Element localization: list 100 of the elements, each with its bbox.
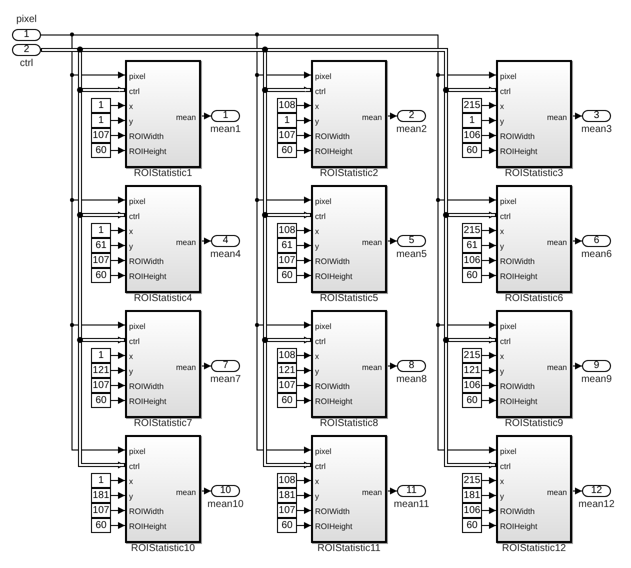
constant-block: 215 bbox=[462, 348, 482, 363]
output-port-label: mean bbox=[362, 238, 382, 248]
signal-connector bbox=[110, 117, 126, 124]
signal-connector bbox=[482, 382, 496, 389]
port-number: 1 bbox=[24, 30, 30, 40]
block-name: ROIStatistic4 bbox=[134, 293, 192, 304]
input-port-label: ROIHeight bbox=[500, 397, 538, 407]
block-name: ROIStatistic10 bbox=[131, 543, 195, 554]
port-number: 2 bbox=[24, 45, 30, 55]
constant-block: 60 bbox=[462, 393, 482, 408]
input-port-label: ctrl bbox=[315, 462, 326, 472]
port-label: mean8 bbox=[396, 375, 427, 385]
input-port-label: x bbox=[129, 227, 133, 237]
signal-connector bbox=[296, 522, 312, 529]
input-port-label: x bbox=[315, 352, 319, 362]
constant-block: 106 bbox=[462, 128, 482, 143]
block-name: ROIStatistic6 bbox=[504, 293, 564, 304]
input-port-label: ROIHeight bbox=[129, 397, 166, 407]
input-port-label: y bbox=[500, 367, 504, 377]
signal-connector bbox=[482, 367, 496, 374]
input-port-label: ctrl bbox=[315, 337, 326, 347]
input-port-label: y bbox=[129, 242, 133, 252]
constant-block: 106 bbox=[462, 253, 482, 268]
output-port-label: mean bbox=[546, 363, 567, 373]
signal-connector bbox=[110, 477, 126, 484]
input-port-label: pixel bbox=[500, 447, 516, 457]
port-number: 5 bbox=[408, 236, 414, 246]
input-port-label: ROIWidth bbox=[315, 257, 350, 267]
signal-connector bbox=[110, 352, 126, 359]
signal-connector bbox=[110, 257, 126, 264]
constant-block: 181 bbox=[91, 488, 111, 503]
constant-block: 1 bbox=[91, 348, 111, 363]
port-number: 8 bbox=[408, 361, 414, 371]
constant-block: 107 bbox=[277, 253, 297, 268]
input-port-label: x bbox=[500, 352, 504, 362]
port-label: mean6 bbox=[581, 250, 612, 260]
input-port-label: y bbox=[129, 367, 133, 377]
input-port-label: pixel bbox=[500, 72, 516, 82]
signal-connector bbox=[482, 132, 496, 139]
constant-block: 106 bbox=[462, 503, 482, 518]
input-port-label: ROIWidth bbox=[315, 507, 350, 517]
input-port-label: ROIHeight bbox=[315, 397, 352, 407]
constant-block: 1 bbox=[91, 223, 111, 238]
input-port-label: x bbox=[129, 477, 133, 487]
input-port-label: x bbox=[500, 477, 504, 487]
constant-block: 121 bbox=[277, 363, 297, 378]
signal-connector bbox=[110, 397, 126, 404]
port-label: pixel bbox=[16, 15, 37, 25]
input-port-label: ctrl bbox=[129, 462, 140, 472]
constant-block: 121 bbox=[462, 363, 482, 378]
signal-connector bbox=[482, 257, 496, 264]
block-name: ROIStatistic7 bbox=[134, 418, 192, 429]
input-port-label: ROIWidth bbox=[315, 132, 350, 142]
input-port-label: pixel bbox=[315, 447, 332, 457]
constant-block: 1 bbox=[91, 473, 111, 488]
constant-block: 1 bbox=[277, 113, 297, 128]
signal-connector bbox=[296, 272, 312, 279]
input-port-label: ROIWidth bbox=[129, 507, 164, 517]
port-number: 4 bbox=[222, 236, 228, 246]
block-name: ROIStatistic2 bbox=[320, 168, 378, 179]
input-port-label: ROIWidth bbox=[315, 382, 350, 392]
input-port-label: y bbox=[500, 117, 504, 127]
signal-connector bbox=[200, 112, 212, 120]
signal-connector bbox=[482, 242, 496, 249]
constant-block: 108 bbox=[277, 473, 297, 488]
signal-connector bbox=[110, 132, 126, 139]
input-port-label: x bbox=[500, 102, 504, 112]
constant-block: 60 bbox=[91, 518, 111, 533]
block-name: ROIStatistic12 bbox=[502, 543, 566, 554]
block-name: ROIStatistic1 bbox=[134, 168, 192, 179]
block-name: ROIStatistic9 bbox=[504, 418, 564, 429]
constant-block: 60 bbox=[91, 143, 111, 158]
port-number: 10 bbox=[220, 486, 232, 496]
constant-block: 60 bbox=[277, 143, 297, 158]
signal-connector bbox=[296, 397, 312, 404]
signal-connector bbox=[572, 112, 582, 120]
signal-connector bbox=[110, 522, 126, 529]
block-name: ROIStatistic11 bbox=[317, 543, 381, 554]
output-port-label: mean bbox=[176, 113, 196, 123]
port-number: 11 bbox=[406, 486, 417, 496]
constant-block: 1 bbox=[91, 113, 111, 128]
output-port-label: mean bbox=[362, 363, 382, 373]
constant-block: 61 bbox=[462, 238, 482, 253]
input-port-label: ROIWidth bbox=[500, 382, 535, 392]
input-port-label: ctrl bbox=[129, 87, 140, 97]
constant-block: 60 bbox=[277, 393, 297, 408]
signal-connector bbox=[296, 132, 312, 139]
input-port-label: y bbox=[315, 367, 319, 377]
input-port-label: y bbox=[500, 492, 504, 502]
port-number: 3 bbox=[594, 111, 600, 121]
constant-block: 108 bbox=[277, 98, 297, 113]
signal-connector bbox=[482, 147, 496, 154]
signal-connector bbox=[296, 117, 312, 124]
signal-connector bbox=[482, 507, 496, 514]
input-port-label: pixel bbox=[500, 197, 516, 207]
signal-connector bbox=[296, 492, 312, 499]
signal-connector bbox=[572, 362, 582, 370]
input-port-label: pixel bbox=[315, 197, 332, 207]
signal-connector bbox=[482, 117, 496, 124]
constant-block: 215 bbox=[462, 473, 482, 488]
